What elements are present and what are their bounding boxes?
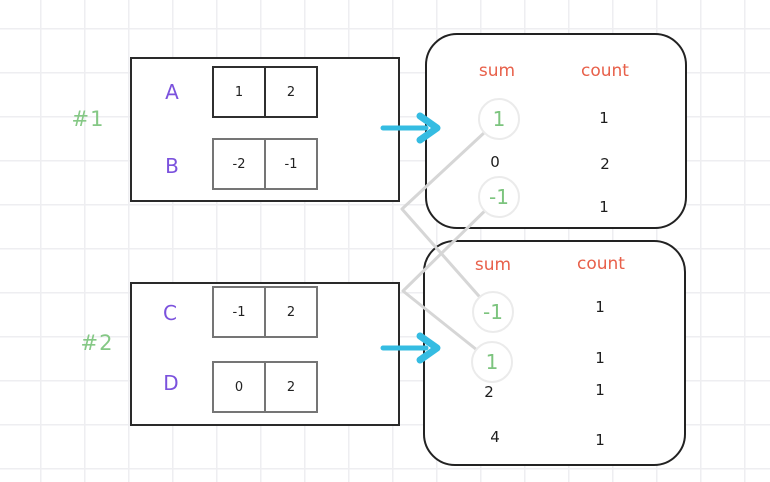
count-value: 1 — [595, 381, 605, 399]
sum-header: sum — [474, 255, 512, 275]
array-a-cells: 1 2 — [212, 66, 318, 118]
count-value: 1 — [595, 431, 605, 449]
sum-circle: -1 — [472, 291, 514, 333]
array-d-cells: 0 2 — [212, 361, 318, 413]
array-a-label: A — [165, 80, 179, 104]
array-cell: 2 — [264, 363, 316, 411]
sum-value: 2 — [484, 383, 494, 401]
count-value: 2 — [600, 155, 610, 173]
array-b-cells: -2 -1 — [212, 138, 318, 190]
array-cell: 0 — [234, 379, 244, 395]
array-d-label: D — [163, 371, 179, 395]
array-cell: 1 — [234, 84, 244, 100]
sum-header: sum — [478, 61, 516, 81]
count-header: count — [581, 61, 629, 81]
array-cell: 2 — [264, 68, 316, 116]
array-cell: 2 — [264, 288, 316, 336]
array-b-label: B — [165, 154, 179, 178]
array-c-label: C — [163, 301, 177, 325]
sum-circle: 1 — [471, 341, 513, 383]
count-value: 1 — [595, 349, 605, 367]
sum-value: 4 — [490, 428, 500, 446]
count-value: 1 — [595, 298, 605, 316]
group-1-label: #1 — [71, 107, 105, 131]
count-header: count — [577, 254, 625, 274]
group-2-label: #2 — [80, 331, 114, 355]
array-cell: -1 — [232, 304, 246, 320]
sum-circle: -1 — [478, 176, 520, 218]
array-cell: -1 — [264, 140, 316, 188]
count-value: 1 — [599, 198, 609, 216]
array-c-cells: -1 2 — [212, 286, 318, 338]
array-cell: -2 — [232, 156, 246, 172]
group-1-result-card — [425, 33, 687, 229]
sum-circle: 1 — [478, 98, 520, 140]
count-value: 1 — [599, 109, 609, 127]
group-2-result-card — [423, 240, 686, 466]
sum-value: 0 — [490, 153, 500, 171]
